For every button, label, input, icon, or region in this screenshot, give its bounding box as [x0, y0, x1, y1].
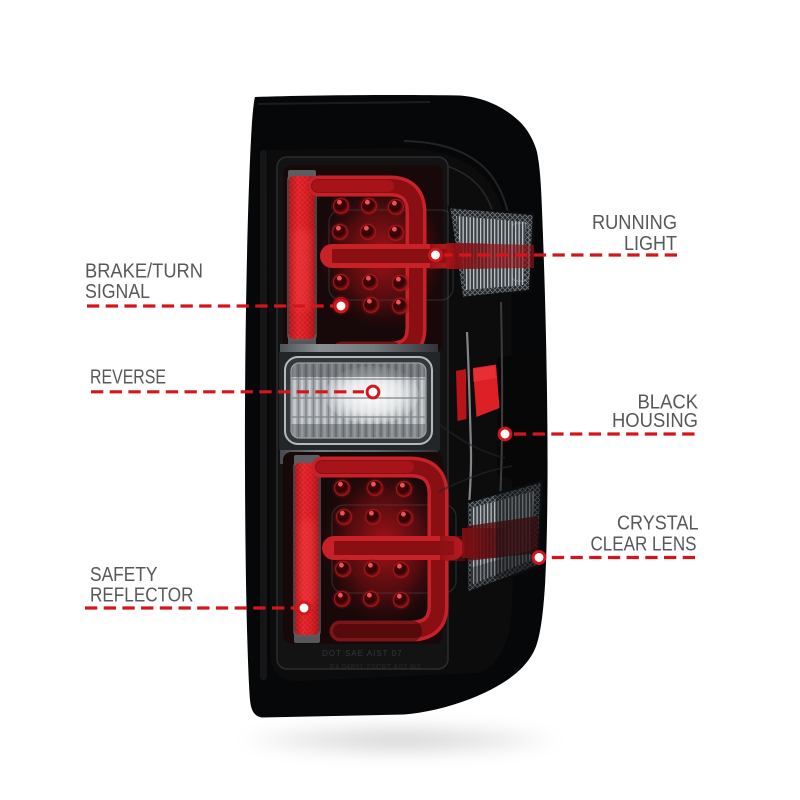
svg-text:HOUSING: HOUSING [612, 409, 698, 432]
svg-text:REVERSE: REVERSE [90, 366, 166, 389]
svg-text:CLEAR LENS: CLEAR LENS [591, 533, 697, 556]
svg-text:SAFETY: SAFETY [90, 563, 158, 586]
svg-text:BRAKE/TURN: BRAKE/TURN [85, 260, 203, 283]
svg-text:CRYSTAL: CRYSTAL [617, 512, 699, 535]
svg-text:E4 04891 2SCBT A02 W3: E4 04891 2SCBT A02 W3 [330, 664, 421, 671]
svg-text:BLACK: BLACK [638, 390, 699, 413]
svg-text:RUNNING: RUNNING [592, 211, 677, 234]
svg-text:REFLECTOR: REFLECTOR [90, 583, 194, 606]
svg-text:DOT SAE AIST 07: DOT SAE AIST 07 [322, 649, 403, 658]
svg-text:LIGHT: LIGHT [624, 232, 677, 255]
svg-text:SIGNAL: SIGNAL [85, 280, 150, 303]
